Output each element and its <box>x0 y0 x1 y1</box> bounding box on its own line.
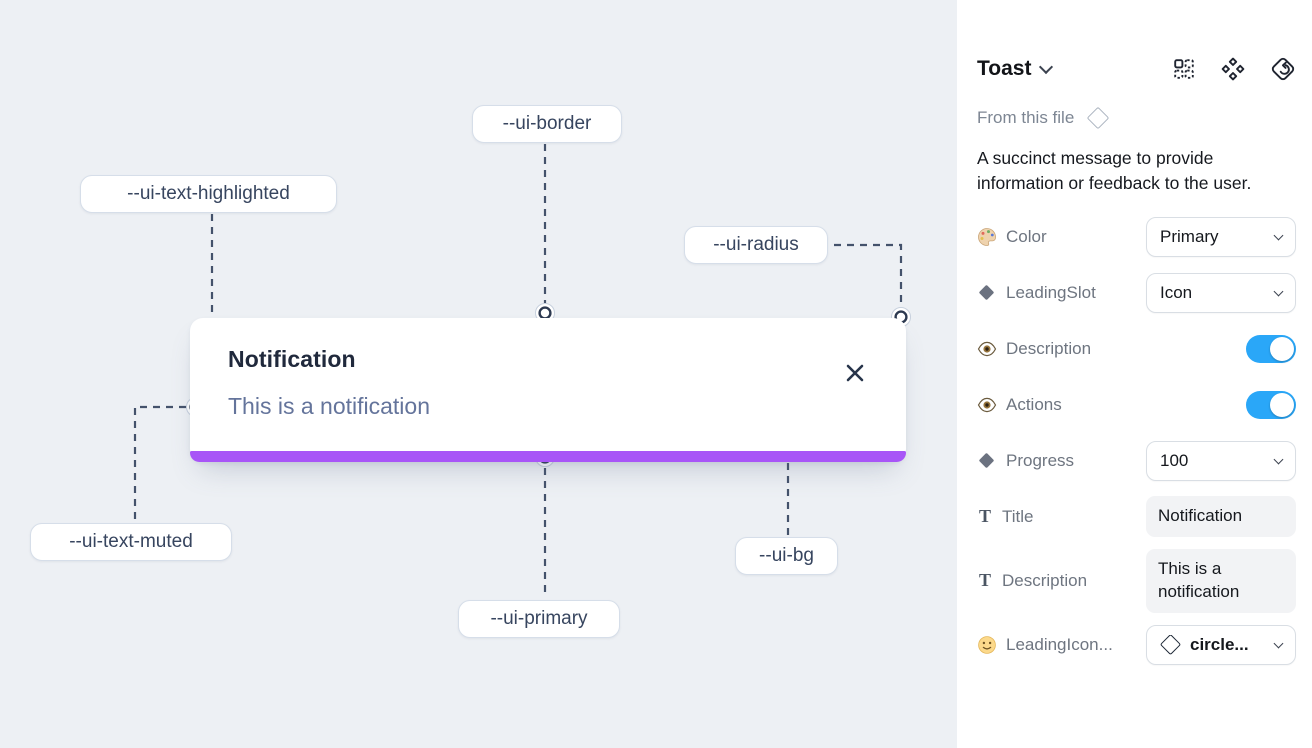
color-select[interactable]: Primary <box>1146 216 1296 257</box>
property-list: Color Primary LeadingSlot Icon <box>977 209 1296 673</box>
description-toggle[interactable] <box>1246 334 1296 363</box>
leadingslot-select[interactable]: Icon <box>1146 272 1296 313</box>
toast-title: Notification <box>228 346 356 372</box>
prop-label-progress: Progress <box>1006 450 1075 470</box>
file-diamond-icon <box>1086 106 1110 130</box>
actions-toggle[interactable] <box>1246 390 1296 419</box>
chevron-down-icon <box>1273 454 1284 465</box>
line-ui-radius <box>834 243 903 306</box>
toggle-knob <box>1270 392 1294 417</box>
description-field[interactable]: This is a notification <box>1146 548 1296 613</box>
var-label-ui-text-highlighted[interactable]: --ui-text-highlighted <box>80 175 337 213</box>
eye-icon <box>977 397 997 412</box>
prop-row-progress: Progress 100 <box>977 433 1296 489</box>
prop-row-leadingslot: LeadingSlot Icon <box>977 265 1296 321</box>
prop-label-color: Color <box>1006 226 1047 246</box>
smiley-icon <box>978 635 996 654</box>
prop-label-leadingicon: LeadingIcon... <box>1006 634 1113 654</box>
chevron-down-icon <box>1273 230 1284 241</box>
text-icon: T <box>978 570 991 591</box>
var-label-ui-bg[interactable]: --ui-bg <box>735 537 838 575</box>
header-icons <box>1172 56 1296 82</box>
toast-preview[interactable]: Notification This is a notification <box>190 318 906 462</box>
toast-progress-bar <box>190 451 906 462</box>
source-label: From this file <box>977 108 1075 127</box>
var-label-ui-radius[interactable]: --ui-radius <box>684 226 828 264</box>
prop-row-description-toggle: Description <box>977 321 1296 377</box>
title-field[interactable]: Notification <box>1146 496 1296 538</box>
prop-label-actions: Actions <box>1006 394 1062 414</box>
prop-row-title: T Title Notification <box>977 489 1296 545</box>
swap-instance-icon[interactable] <box>1270 56 1296 82</box>
palette-icon <box>978 227 996 246</box>
prop-label-leadingslot: LeadingSlot <box>1006 282 1096 302</box>
properties-panel: Toast <box>957 0 1312 748</box>
source-row: From this file <box>977 106 1296 130</box>
toast-close-button[interactable] <box>842 360 868 386</box>
chevron-down-icon[interactable] <box>1039 59 1054 75</box>
line-ui-text-muted <box>133 405 186 521</box>
eye-icon <box>977 341 997 356</box>
instance-grid-icon[interactable] <box>1172 57 1196 81</box>
component-title[interactable]: Toast <box>977 57 1032 80</box>
prop-label-description: Description <box>1006 338 1092 358</box>
text-icon: T <box>978 506 991 527</box>
prop-row-actions-toggle: Actions <box>977 377 1296 433</box>
var-label-ui-text-muted[interactable]: --ui-text-muted <box>30 523 232 561</box>
var-label-ui-border[interactable]: --ui-border <box>472 105 622 143</box>
prop-label-description-text: Description <box>1002 570 1088 590</box>
progress-select[interactable]: 100 <box>1146 440 1296 481</box>
prop-label-title: Title <box>1002 506 1034 526</box>
var-label-ui-primary[interactable]: --ui-primary <box>458 600 620 638</box>
connector-handle[interactable] <box>535 303 555 323</box>
leadingicon-select[interactable]: circle... <box>1146 624 1296 665</box>
diamond-icon <box>978 284 995 301</box>
diamond-outline-icon <box>1160 634 1182 655</box>
panel-header: Toast <box>977 56 1296 82</box>
prop-row-description-text: T Description This is a notification <box>977 545 1296 617</box>
close-icon <box>846 364 864 382</box>
prop-row-leadingicon: LeadingIcon... circle... <box>977 617 1296 673</box>
toast-description: This is a notification <box>228 393 430 419</box>
chevron-down-icon <box>1273 286 1284 297</box>
component-description: A succinct message to provide informatio… <box>977 148 1252 194</box>
prop-row-color: Color Primary <box>977 209 1296 265</box>
chevron-down-icon <box>1273 638 1284 649</box>
toggle-knob <box>1270 336 1294 361</box>
diamond-icon <box>978 452 995 469</box>
canvas[interactable]: Notification This is a notification --ui… <box>0 0 957 748</box>
component-diamonds-icon[interactable] <box>1221 57 1245 81</box>
